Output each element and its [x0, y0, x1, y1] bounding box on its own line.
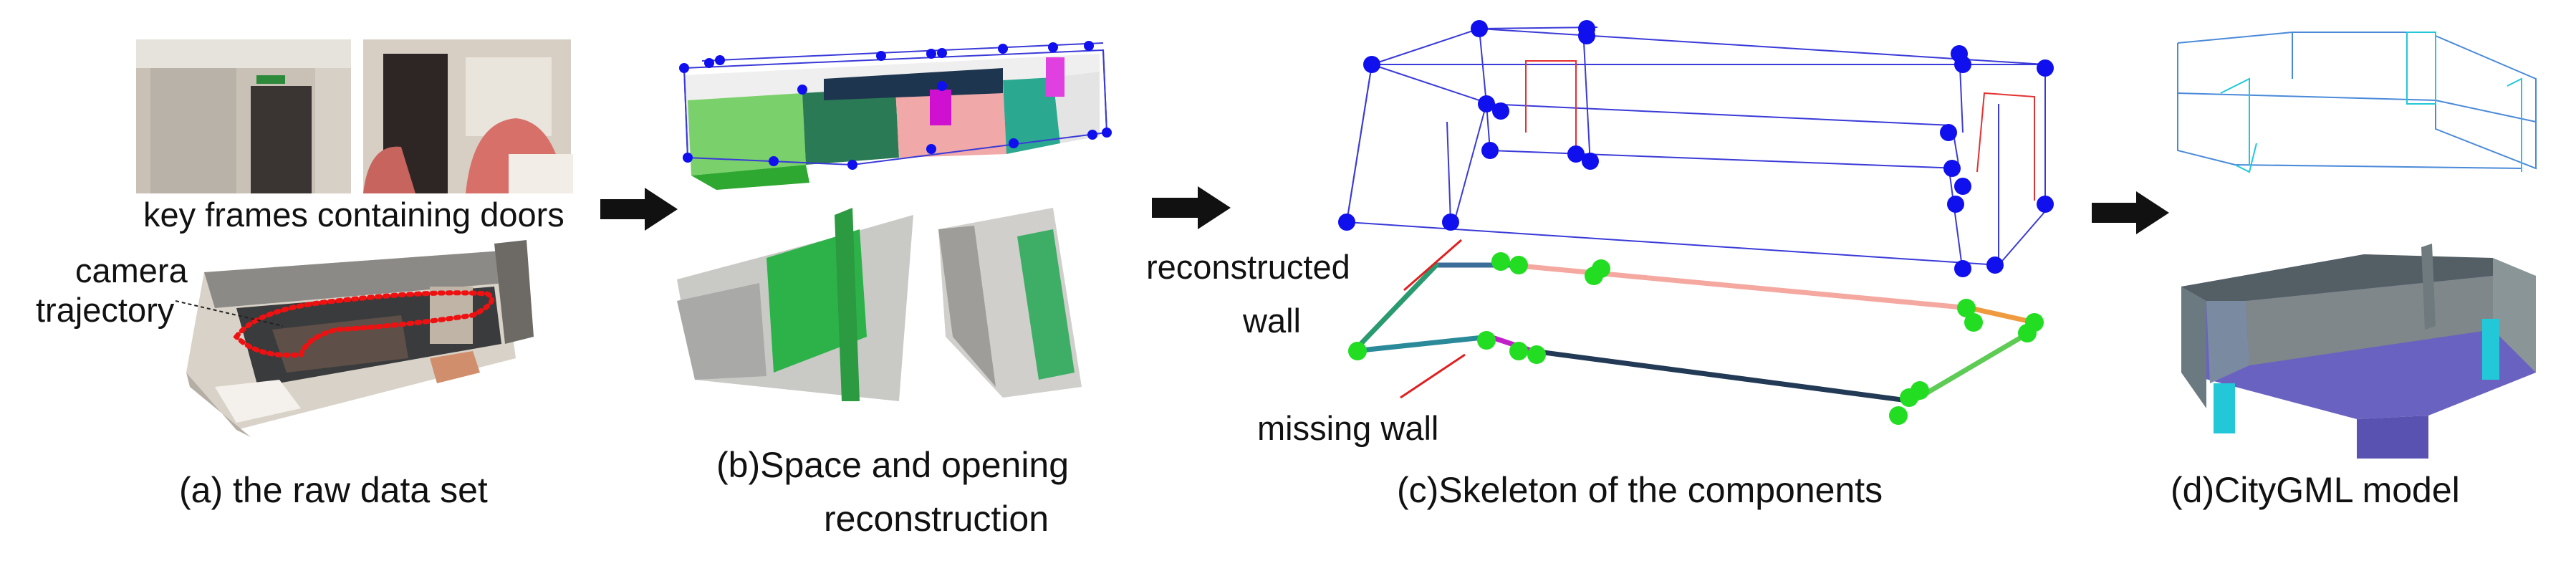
caption-c: (c)Skeleton of the components [1397, 470, 1883, 510]
reconstructed-label-line2: wall [1243, 302, 1301, 340]
upper-skeleton-edges [1346, 27, 2046, 273]
missing-wall-label: missing wall [1257, 409, 1439, 447]
citygml-solid [2181, 244, 2536, 459]
camera-label-pointer [175, 300, 284, 327]
key-frame-photo-1 [136, 39, 351, 193]
upper-joint-nodes [1338, 20, 2054, 277]
lower-wall-skeleton [1351, 262, 2037, 404]
key-frames-label: key frames containing doors [143, 196, 564, 234]
arrow-c-to-d [2092, 191, 2169, 234]
reconstructed-wall-pointer [1403, 239, 1462, 292]
panel-b-graphics [677, 41, 1112, 401]
caption-b-line1: (b)Space and opening [716, 445, 1070, 485]
arrow-a-to-b [600, 188, 678, 231]
caption-b-line2: reconstruction [824, 499, 1049, 539]
camera-label-line2: trajectory [36, 291, 175, 329]
opening-closeup-1 [677, 208, 913, 401]
camera-trajectory-path [233, 290, 495, 358]
panel-c-graphics [1338, 20, 2054, 425]
arrow-b-to-c [1152, 186, 1231, 229]
lower-wall-nodes [1348, 252, 2044, 425]
camera-label-line1: camera [75, 251, 188, 289]
space-point-cloud [684, 54, 1100, 190]
panel-a-graphics [136, 39, 573, 437]
opening-closeup-2 [938, 208, 1082, 398]
citygml-wireframe [2177, 32, 2537, 173]
upper-opening-edges [1525, 60, 2035, 201]
missing-wall-pointer [1400, 353, 1466, 399]
key-frame-photo-2 [363, 39, 573, 193]
space-corner-nodes [679, 41, 1112, 170]
space-bounding-edges [683, 42, 1108, 166]
panel-d-graphics [2177, 32, 2537, 459]
reconstructed-label-line1: reconstructed [1146, 248, 1350, 286]
caption-a: (a) the raw data set [179, 470, 488, 510]
caption-d: (d)CityGML model [2171, 470, 2460, 510]
